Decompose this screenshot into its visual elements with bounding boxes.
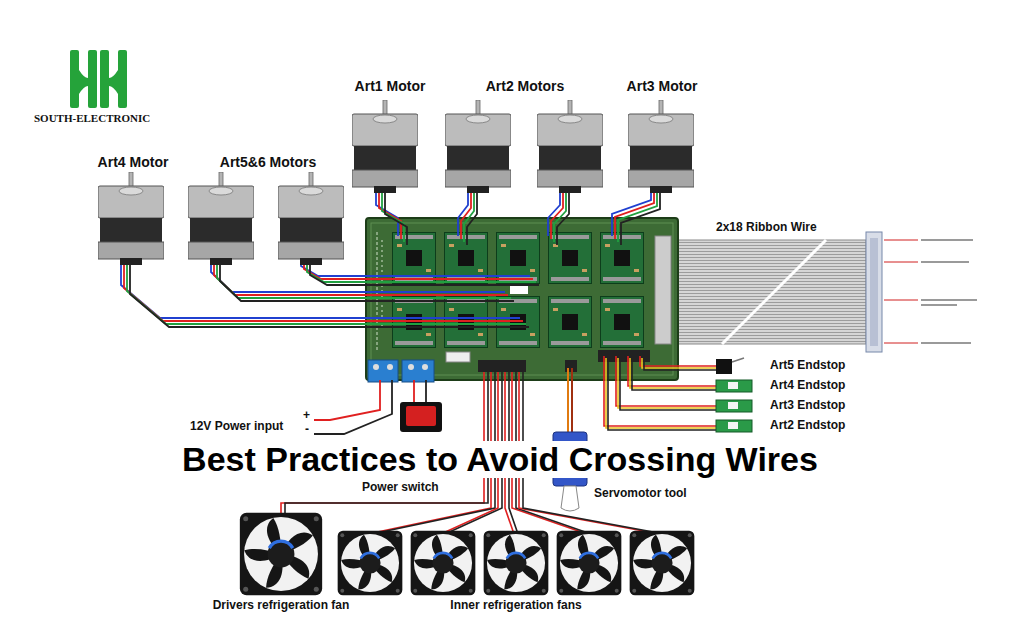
wire-label: 2x18 Ribbon Wire — [716, 221, 817, 235]
endstop-switch: Art5 Endstop — [770, 359, 850, 375]
power-switch-symbol — [400, 402, 442, 432]
motor-label: Art5&6 Motors — [220, 154, 316, 170]
endstop-label: Art5 Endstop — [770, 359, 845, 373]
brand-logo — [70, 50, 127, 108]
ribbon-cable — [676, 232, 977, 352]
endstop-sensors — [716, 358, 752, 432]
motor-label: Art4 Motor — [98, 154, 169, 170]
stepper-motor-pair: Art2 Motors — [440, 78, 610, 194]
servo-label: Servomotor tool — [594, 487, 687, 501]
power-label: 12V Power input — [190, 420, 283, 434]
fan-label: Inner refrigeration fans — [450, 599, 581, 613]
endstop-switch: Art4 Endstop — [770, 379, 850, 395]
stepper-motors — [98, 100, 694, 265]
power-switch: Power switch — [362, 481, 443, 497]
motor-label: Art2 Motors — [486, 78, 565, 94]
polarity-sign: + — [303, 409, 310, 423]
stepper-motor: Art4 Motor — [83, 154, 183, 266]
stepper-motor: Art3 Motor — [607, 78, 717, 194]
stepper-motor-pair: Art5&6 Motors — [183, 154, 353, 266]
endstop-label: Art4 Endstop — [770, 379, 845, 393]
stepper-motor: Art1 Motor — [335, 78, 445, 194]
cooling-fan: Drivers refrigeration fan — [196, 512, 366, 613]
servo-wires — [568, 368, 572, 438]
endstop-switch: Art3 Endstop — [770, 399, 850, 415]
fan-label: Drivers refrigeration fan — [213, 599, 350, 613]
endstop-switch: Art2 Endstop — [770, 419, 850, 435]
page-title: Best Practices to Avoid Crossing Wires — [176, 441, 824, 478]
motor-label: Art1 Motor — [355, 78, 426, 94]
switch-label: Power switch — [362, 481, 439, 495]
cooling-fan-group: Inner refrigeration fans — [333, 528, 699, 613]
servo-motor: Servomotor tool — [594, 487, 691, 503]
endstop-label: Art3 Endstop — [770, 399, 845, 413]
polarity-sign: - — [305, 423, 309, 437]
cooling-fans — [240, 513, 694, 595]
brand-name: SOUTH-ELECTRONIC — [34, 112, 150, 125]
endstop-label: Art2 Endstop — [770, 419, 845, 433]
controller-board — [366, 218, 678, 382]
endstop-wires — [604, 356, 724, 430]
motor-label: Art3 Motor — [627, 78, 698, 94]
